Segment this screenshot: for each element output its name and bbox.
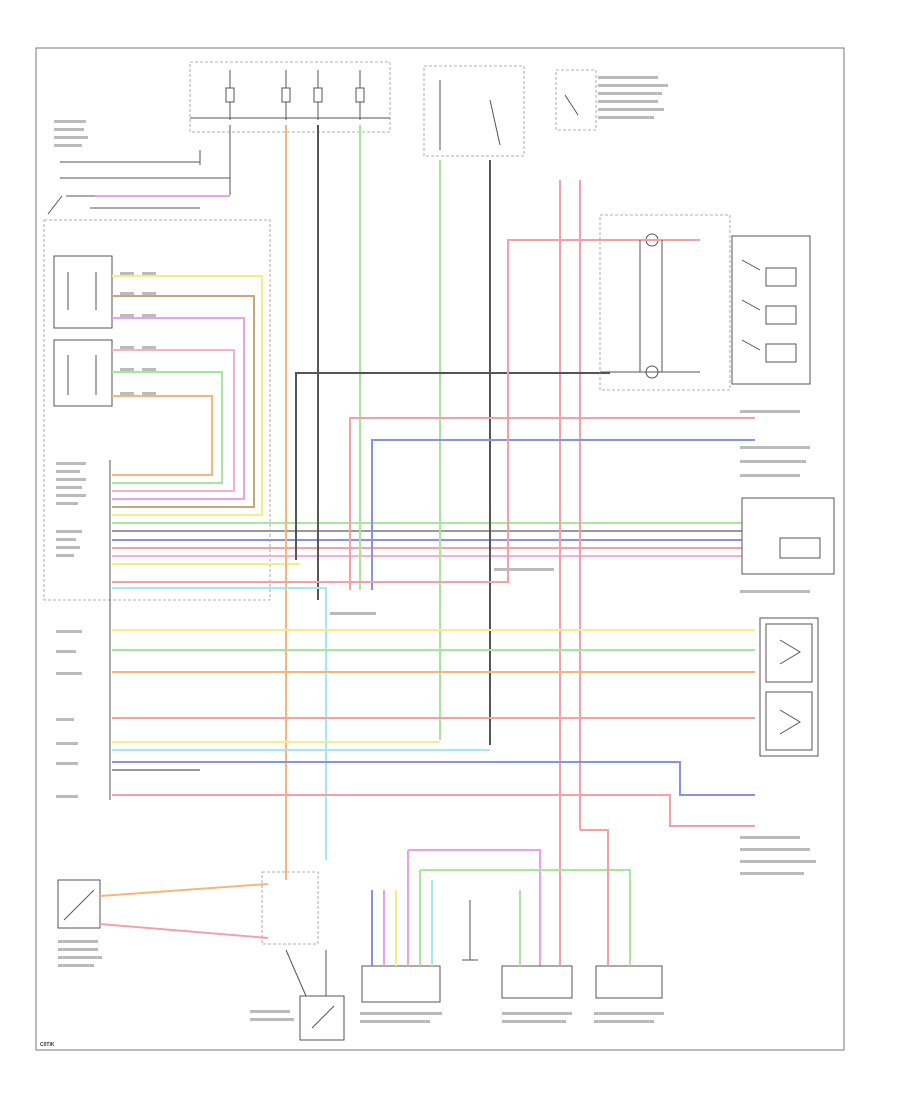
input-speed-sensor bbox=[580, 829, 663, 999]
left-top-relay bbox=[47, 125, 231, 215]
diagram-frame bbox=[35, 47, 845, 1051]
combination-meter bbox=[741, 497, 835, 575]
main-bus-wires bbox=[112, 522, 742, 565]
top-fuse-block bbox=[189, 61, 597, 157]
pin-labels bbox=[54, 76, 816, 1023]
mid-bus-wires bbox=[112, 587, 755, 860]
combination-switch bbox=[599, 214, 811, 391]
steering-sensor bbox=[759, 617, 819, 757]
right-loops bbox=[112, 239, 755, 590]
figure-id: C0TIK bbox=[40, 1042, 55, 1048]
output-speed-sensor bbox=[501, 890, 573, 999]
bottom-ground bbox=[462, 900, 478, 961]
vertical-feeds bbox=[285, 125, 581, 940]
transmission-range-switch bbox=[361, 849, 631, 1003]
bottom-relay bbox=[285, 949, 345, 1041]
left-sensor-block bbox=[43, 219, 271, 601]
bottom-left-switch bbox=[57, 871, 319, 945]
sensor-wires bbox=[112, 275, 263, 516]
